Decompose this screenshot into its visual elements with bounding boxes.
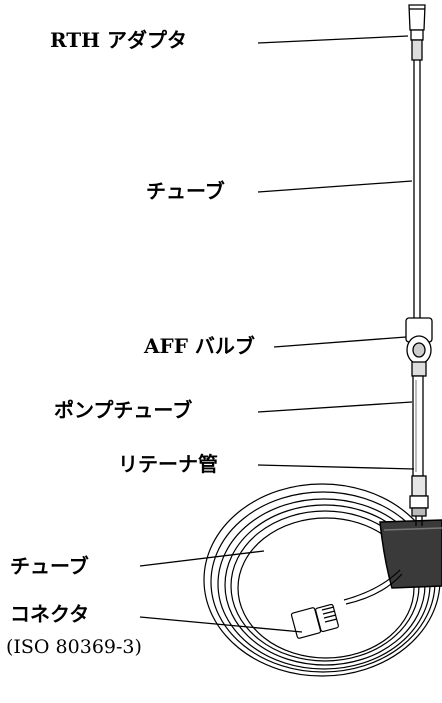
leader-aff-valve xyxy=(273,336,407,348)
aff-valve-drawing xyxy=(405,317,433,377)
leader-lines xyxy=(139,35,415,633)
label-rth-adapter: RTH アダプタ xyxy=(50,28,188,52)
label-connector: コネクタ xyxy=(10,602,90,626)
retainer-drawing xyxy=(409,475,429,517)
label-tube-coil: チューブ xyxy=(10,554,89,578)
leader-tube-upper xyxy=(257,180,413,193)
connector-drawing xyxy=(290,569,403,639)
pump-tube-drawing xyxy=(412,375,424,477)
leader-rth-adapter xyxy=(257,35,409,44)
rth-adapter-drawing xyxy=(408,4,426,61)
label-aff-valve: AFF バルブ xyxy=(144,334,255,358)
label-pump-tube: ポンプチューブ xyxy=(54,398,193,422)
leader-tube-coil xyxy=(139,550,265,567)
leader-retainer xyxy=(257,464,415,470)
main-tube xyxy=(413,60,421,318)
leader-pump-tube xyxy=(257,401,413,413)
label-retainer: リテーナ管 xyxy=(118,452,218,476)
label-tube-upper: チューブ xyxy=(146,179,225,203)
coil-strap xyxy=(379,519,442,589)
leader-connector xyxy=(139,616,303,633)
label-connector-standard: (ISO 80369-3) xyxy=(6,636,142,658)
